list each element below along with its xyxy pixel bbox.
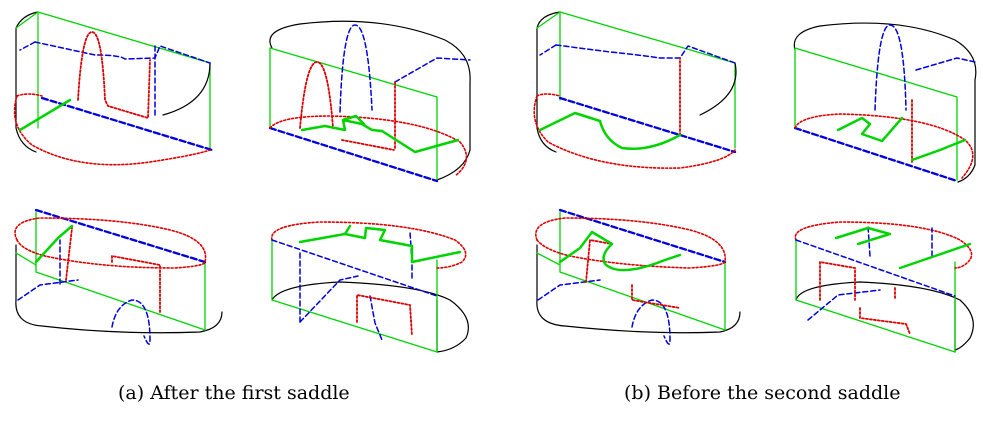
panel-b-bottom-left-cylinder: [535, 208, 741, 345]
panel-b-top-right-cylinder: [793, 22, 977, 183]
panel-b-bottom-right-cylinder: [794, 221, 974, 353]
caption-after-first-saddle: (a) After the first saddle: [118, 382, 350, 404]
panel-a-top-left-cylinder: [13, 11, 214, 166]
panel-a-top-right-cylinder: [268, 20, 471, 183]
panel-b-top-left-cylinder: [533, 11, 737, 169]
caption-before-second-saddle: (b) Before the second saddle: [624, 382, 901, 404]
panel-a-bottom-left-cylinder: [14, 208, 223, 345]
panel-a-bottom-right-cylinder: [271, 221, 469, 353]
